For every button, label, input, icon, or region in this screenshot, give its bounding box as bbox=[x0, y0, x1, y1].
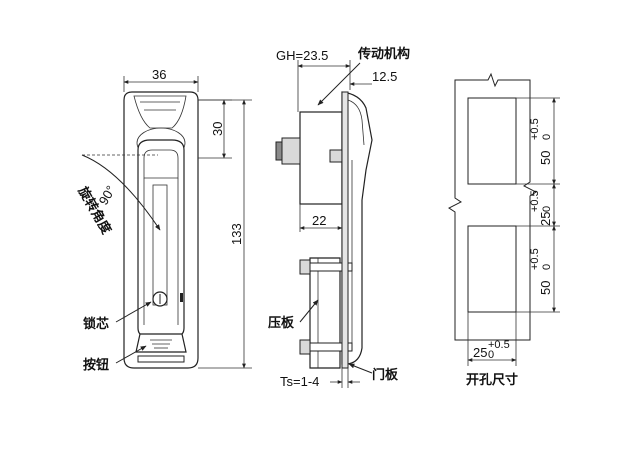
side-view: GH=23.5 传动机构 12.5 22 压板 bbox=[268, 46, 410, 389]
height-dim: 133 bbox=[229, 223, 244, 245]
mech-width-dim: 22 bbox=[312, 213, 326, 228]
top-grip bbox=[133, 95, 187, 129]
cutout-panel bbox=[448, 72, 537, 341]
width-dim-cutout: 25 bbox=[473, 345, 487, 360]
ts-label: Ts=1-4 bbox=[280, 374, 319, 389]
cutout-hole-top bbox=[467, 97, 517, 185]
gap-tol-plus: +0.5 bbox=[529, 190, 541, 212]
clamp-plate bbox=[309, 257, 341, 369]
cutout-caption: 开孔尺寸 bbox=[466, 372, 518, 388]
hole1-tol-zero: 0 bbox=[541, 134, 553, 140]
lock-core-label: 锁芯 bbox=[83, 316, 109, 332]
screw-bottom bbox=[299, 339, 311, 355]
door-label: 门板 bbox=[372, 367, 399, 383]
cutout-view: 50 +0.5 0 25 +0.5 0 50 +0.5 0 25 +0.5 0 … bbox=[448, 72, 560, 388]
rotation-arc bbox=[81, 154, 161, 231]
gh-label: GH=23.5 bbox=[276, 48, 328, 63]
hole2-tol-plus: +0.5 bbox=[529, 248, 541, 270]
cutout-hole-bottom bbox=[467, 225, 517, 313]
screw-top bbox=[299, 259, 311, 275]
hole2-dim: 50 bbox=[538, 281, 553, 295]
clamp-label: 压板 bbox=[268, 315, 295, 331]
handle bbox=[137, 139, 185, 337]
depth-dim: 12.5 bbox=[372, 69, 397, 84]
gap-tol-zero: 0 bbox=[541, 206, 553, 212]
width-tol-zero: 0 bbox=[488, 349, 494, 361]
hole1-tol-plus: +0.5 bbox=[529, 118, 541, 140]
hole2-tol-zero: 0 bbox=[541, 264, 553, 270]
side-housing bbox=[341, 91, 373, 365]
mechanism-label: 传动机构 bbox=[357, 46, 410, 62]
front-view: 90° 旋转角度 36 30 133 锁芯 按钮 bbox=[74, 67, 252, 373]
push-button bbox=[135, 333, 187, 353]
top-dim: 30 bbox=[210, 122, 225, 136]
button-label: 按钮 bbox=[83, 357, 109, 373]
gap-dim: 25 bbox=[538, 212, 553, 226]
door-panel bbox=[341, 91, 349, 369]
hole1-dim: 50 bbox=[538, 151, 553, 165]
width-dim: 36 bbox=[152, 67, 166, 82]
width-tol-plus: +0.5 bbox=[488, 339, 510, 351]
